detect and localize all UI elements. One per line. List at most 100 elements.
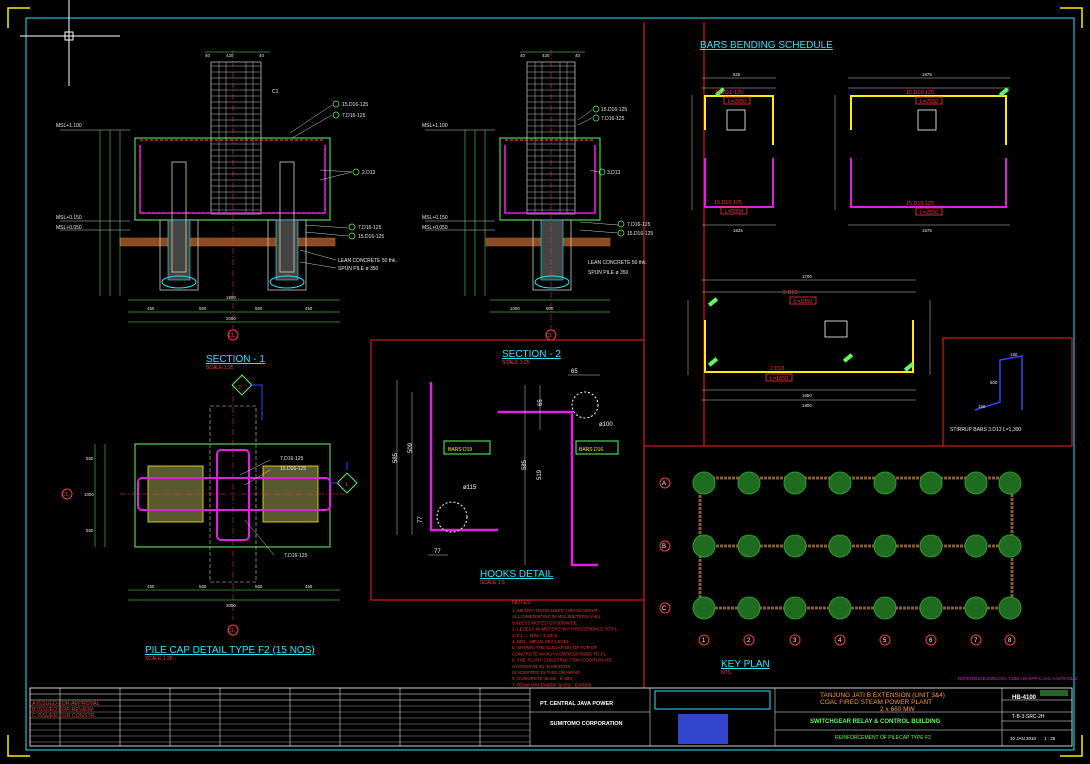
pile-cap-marker: [998, 471, 1022, 495]
pile-cap-bot-dim-2: 550: [199, 584, 207, 589]
section-1-bar-b-label: 7.D16-125: [342, 113, 366, 119]
pile-cap-bot-dim-1: 450: [147, 584, 155, 589]
pile-cap-marker: [964, 471, 988, 495]
grid-row-bubble: [659, 477, 671, 489]
stirrup-dim-2: 150: [978, 404, 986, 409]
hooks-detail-title: HOOKS DETAIL: [480, 569, 554, 580]
section-1-top-dim-3: 40: [259, 53, 264, 58]
pile-cap-marker: [737, 534, 761, 558]
pile-cap-centerline-v: CL: [228, 628, 235, 634]
section-2-top-dim-1: 40: [520, 53, 525, 58]
grid-col-label: 5: [883, 638, 887, 644]
note-line: 6. THE PLANT CONSTRUCTION COORDINATE: [512, 658, 612, 663]
building-name: SWITCHGEAR RELAY & CONTROL BUILDING: [810, 719, 941, 725]
bbs-b3-mark: 2.D13: [783, 290, 797, 296]
note-line: 3. F.L. = MSL+ 1.10 m.: [512, 633, 558, 638]
pile-cap-plan-drawing[interactable]: [61, 374, 358, 636]
pile-cap-mark-2: 2: [238, 385, 241, 391]
section-1-level-1: MSL+1.100: [56, 123, 82, 129]
pile-cap-marker: [919, 534, 943, 558]
section-1-title: SECTION - 1: [206, 354, 265, 365]
grid-col-label: 8: [1008, 638, 1012, 644]
section-2-drawing[interactable]: [425, 50, 625, 341]
hooks-bars-d16-label: BARS D16: [579, 447, 603, 453]
section-1-bot-dim-4: 550: [255, 306, 263, 311]
pile-cap-marker: [692, 471, 716, 495]
viewport-corner-br: [1060, 735, 1083, 757]
note-line: 7. REINFORCEMENT BARS : BJTD40: [512, 682, 592, 687]
section-1-bot-dim-3: 1900: [226, 295, 236, 300]
section-1-level-3: MSL+0.050: [56, 225, 82, 231]
pile-cap-bar-a-label: 7.D16-125: [280, 456, 304, 462]
note-line: 8. CONCRETE SLAB : K-350: [512, 676, 572, 681]
bbs-dim-top-3: 1700: [802, 274, 812, 279]
pile-cap-side-dim-2: 1000: [84, 492, 94, 497]
bbs-dim-top-2: 1875: [922, 72, 932, 77]
hooks-d19-height-1: 585: [393, 452, 399, 463]
stirrup-note: STIRRUP BARS 3.D13 L=1,300: [950, 427, 1021, 433]
bbs-b2-mark-2: 15.D16-125: [906, 201, 934, 207]
grid-col-bubble: [970, 634, 982, 646]
stirrup-detail-drawing[interactable]: [974, 355, 1023, 411]
pile-cap-marker: [919, 471, 943, 495]
section-1-bot-dim-1: 450: [147, 306, 155, 311]
section-2-bar-c-label: 3.D13: [607, 170, 621, 176]
section-1-bot-dim-5: 450: [305, 306, 313, 311]
note-line: UNLESS NOTED OTHERWISE.: [512, 620, 578, 625]
pile-cap-bar-c-label: 7.D16-125: [284, 553, 308, 559]
project-line-1: TANJUNG JATI B EXTENSION (UNIT 3&4): [820, 692, 945, 699]
pile-cap-centerline-h: CL: [62, 492, 69, 498]
drawing-border: [25, 17, 1075, 751]
grid-col-bubble: [789, 634, 801, 646]
grid-col-bubble: [743, 634, 755, 646]
hooks-detail-drawing[interactable]: [396, 374, 619, 567]
contractor-name: SUMITOMO CORPORATION: [550, 721, 623, 727]
bbs-b2-mark: 15.D16-125: [906, 90, 934, 96]
section-1-drawing[interactable]: [60, 50, 360, 341]
drawing-title: REINFORCEMENT OF PILECAP TYPE F2: [835, 735, 931, 741]
section-2-level-3: MSL+0.050: [422, 225, 448, 231]
note-line: 4. MSL : MEAN SEA LEVEL: [512, 639, 570, 644]
pile-cap-marker: [783, 471, 807, 495]
section-2-bar-a-label: 15.D16-125: [601, 107, 627, 113]
section-2-title: SECTION - 2: [502, 349, 561, 360]
section-1-level-2: MSL+0.150: [56, 215, 82, 221]
bbs-b3-mark-2: 2.D13: [770, 366, 784, 372]
section-1-column-label: C1: [272, 89, 279, 95]
drawing-scale: 1 : 25: [1044, 736, 1056, 741]
section-2-top-dim-2: 420: [542, 53, 550, 58]
pile-cap-marker: [692, 534, 716, 558]
section-1-scale: SCALE 1:25: [206, 365, 234, 371]
grid-row-label: C: [662, 606, 667, 612]
bbs-b2-length-2: L=2550: [920, 210, 938, 216]
note-line: 2. LEVELS IN METERS WITH REFERENCE TO FL…: [512, 627, 619, 632]
section-1-centerline-label: CL: [228, 333, 235, 339]
pile-cap-marker: [998, 596, 1022, 620]
section-1-total-dim: 2000: [226, 316, 236, 321]
title-block[interactable]: [29, 687, 1073, 747]
bars-bending-schedule-drawing[interactable]: [687, 77, 1010, 401]
viewport-corner-tl: [7, 7, 30, 28]
bbs-b3-length-2: L=1650: [770, 376, 788, 382]
pile-cap-side-dim-1: 550: [86, 456, 94, 461]
grid-row-label: A: [662, 481, 666, 487]
bbs-b1-mark: 15.D16-125: [715, 90, 743, 96]
pile-cap-bar-b-label: 15.D16-125: [280, 466, 306, 472]
pile-cap-marker: [828, 596, 852, 620]
grid-col-bubble: [698, 634, 710, 646]
section-1-bar-c-label: 2.D13: [362, 170, 376, 176]
section-2-bot-dim-2: 900: [546, 306, 554, 311]
crosshair-cursor-icon: [20, 0, 120, 86]
drawing-date: 10 JAN 2010: [1010, 736, 1037, 741]
grid-row-bubble: [659, 602, 671, 614]
section-1-bar-a-label: 15.D16-125: [342, 102, 368, 108]
pile-cap-marker: [998, 534, 1022, 558]
section-1-top-dim-2: 420: [226, 53, 234, 58]
section-2-top-dim-3: 40: [575, 53, 580, 58]
pile-cap-marker: [873, 596, 897, 620]
grid-row-bubble: [659, 540, 671, 552]
section-2-bot-dim-1: 1000: [510, 306, 520, 311]
section-1-top-dim-1: 40: [205, 53, 210, 58]
